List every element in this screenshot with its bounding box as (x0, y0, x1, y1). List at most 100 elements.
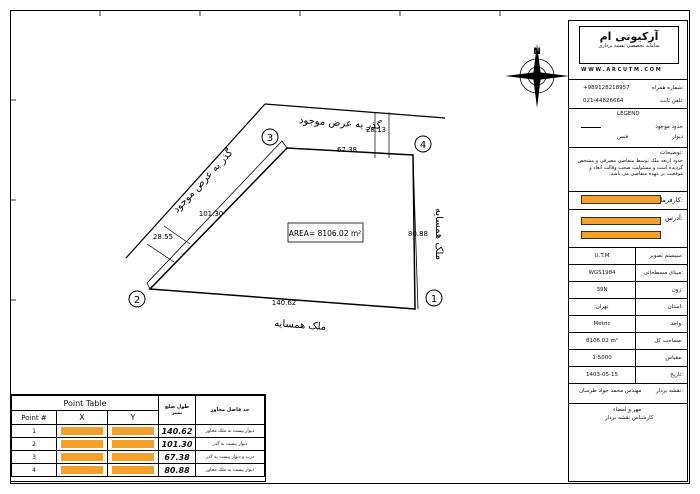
spec-label: سیستم تصویر: (649, 252, 683, 259)
cell-point: 2 (11, 437, 57, 451)
spec-value: 1:5000 (569, 349, 637, 366)
y-value-redacted (112, 440, 154, 448)
header-desc: حد فاصل مجاور (195, 395, 265, 425)
spec-label: مبنای مسطحاتی: (643, 269, 683, 276)
cell-desc: دیوار پیست به گذر (195, 437, 265, 451)
spec-label: مساحت کل: (654, 337, 683, 344)
point-table: Point Table طول ضلع بمتر حد فاصل مجاور P… (10, 394, 266, 482)
address-label: آدرس: (665, 214, 683, 222)
company-logo: آرکیوتی ام سامانه تخصصی نقشه برداری (579, 26, 679, 64)
y-value-redacted (112, 427, 154, 435)
north-letter: N (533, 47, 541, 57)
svg-text:2: 2 (134, 295, 140, 306)
y-value-redacted (112, 466, 154, 474)
phone-label: شماره همراه: (651, 85, 684, 91)
svg-text:4: 4 (420, 140, 426, 151)
cell-length: 67.38 (158, 450, 196, 464)
y-value-redacted (112, 453, 154, 461)
road-top-text: گذر به عرض موجود (299, 114, 382, 132)
spec-row: Metric واحد: (569, 315, 687, 333)
legend-title: LEGEND (617, 111, 640, 117)
notes-title: توضیحات: (660, 150, 683, 156)
point-marker-4: 4 (414, 135, 432, 153)
area-box (287, 222, 364, 243)
parcel-right-wall (412, 154, 419, 310)
point-marker-3: 3 (261, 128, 279, 146)
parcel-boundary (148, 147, 416, 310)
spec-row: 8106.02 m² مساحت کل: (569, 332, 687, 350)
legend-item-existing: حدود موجود (655, 124, 683, 130)
cell-point: 3 (11, 450, 57, 464)
spec-row: WGS1984 مبنای مسطحاتی: (569, 264, 687, 282)
parcel-inner-wall (146, 140, 288, 290)
landline-label: تلفن ثابت: (659, 98, 684, 104)
cell-point: 1 (11, 424, 57, 438)
employer-label: کارفرما: (660, 196, 683, 204)
road-left-edge (125, 103, 266, 259)
spec-row: 39N زون: (569, 281, 687, 299)
surveyor-value: مهندس محمد جواد طرسان (579, 388, 642, 394)
spec-row: 1:5000 مقیاس: (569, 349, 687, 367)
spec-label: زون: (671, 286, 683, 293)
cell-desc: دیوار پیست به ملک مجاور (195, 424, 265, 438)
spec-value: WGS1984 (569, 264, 637, 281)
header-x: X (56, 410, 108, 425)
point-marker-2: 2 (128, 290, 146, 308)
spec-label: مقیاس: (665, 354, 683, 361)
surveyor-label: نقشه بردار: (656, 388, 683, 394)
road-width-dim-left (146, 243, 175, 263)
cell-desc: دیوار پیست به ملک مجاور (195, 463, 265, 477)
side-length-1: 140.62 (272, 299, 297, 307)
legend-item-wall: دیوار (671, 134, 683, 140)
side-length-4: 80.88 (408, 230, 428, 238)
cell-point: 4 (11, 463, 57, 477)
spec-label: استان: (667, 303, 683, 310)
spec-value: 8106.02 m² (569, 332, 637, 349)
point-table-title: Point Table (11, 395, 159, 411)
cell-length: 101.30 (158, 437, 196, 451)
address-line2-redacted (581, 231, 661, 239)
road-left-text: گذر به عرض موجود (170, 147, 235, 216)
point-marker-1: 1 (425, 289, 443, 307)
neighbor-right-text: ملک همسایه (433, 208, 444, 260)
cell-desc: درب و دیوار پیست به گذر (195, 450, 265, 464)
legend-item-fence: فنس (617, 134, 629, 140)
stamp-label: مهر و امضاء (613, 407, 642, 413)
svg-text:3: 3 (267, 133, 273, 144)
header-point: Point # (11, 410, 57, 425)
cell-length: 140.62 (158, 424, 196, 438)
spec-label: واحد: (670, 320, 683, 327)
road-width-dim-left-2 (163, 225, 191, 245)
landline-value: 021-44826664 (583, 98, 624, 104)
header-length: طول ضلع بمتر (158, 395, 196, 425)
x-value-redacted (61, 453, 103, 461)
x-value-redacted (61, 440, 103, 448)
notes-text: حدود اربعه ملک توسط متقاضی مصرفی و مشخص … (577, 158, 683, 177)
spec-value: تهران (569, 298, 637, 315)
road-width-left: 28.55 (153, 233, 173, 241)
drawing-frame (10, 10, 690, 484)
address-line1-redacted (581, 217, 661, 225)
side-length-2: 101.30 (199, 210, 224, 218)
title-block: آرکیوتی ام سامانه تخصصی نقشه برداری W W … (568, 20, 688, 482)
header-y: Y (107, 410, 159, 425)
x-value-redacted (61, 427, 103, 435)
spec-row: تهران استان: (569, 298, 687, 316)
area-label: AREA= 8106.02 m² (289, 229, 362, 238)
website: W W W . A R C U T M . C O M (581, 67, 661, 73)
spec-value: 39N (569, 281, 637, 298)
svg-text:1: 1 (431, 294, 437, 305)
north-arrow-icon: N (505, 44, 569, 108)
spec-value: Metric (569, 315, 637, 332)
stamp-sub: کارشناس نقشه بردار (605, 415, 654, 421)
cell-length: 80.88 (158, 463, 196, 477)
phone-value: +989128218957 (583, 85, 630, 91)
x-value-redacted (61, 466, 103, 474)
